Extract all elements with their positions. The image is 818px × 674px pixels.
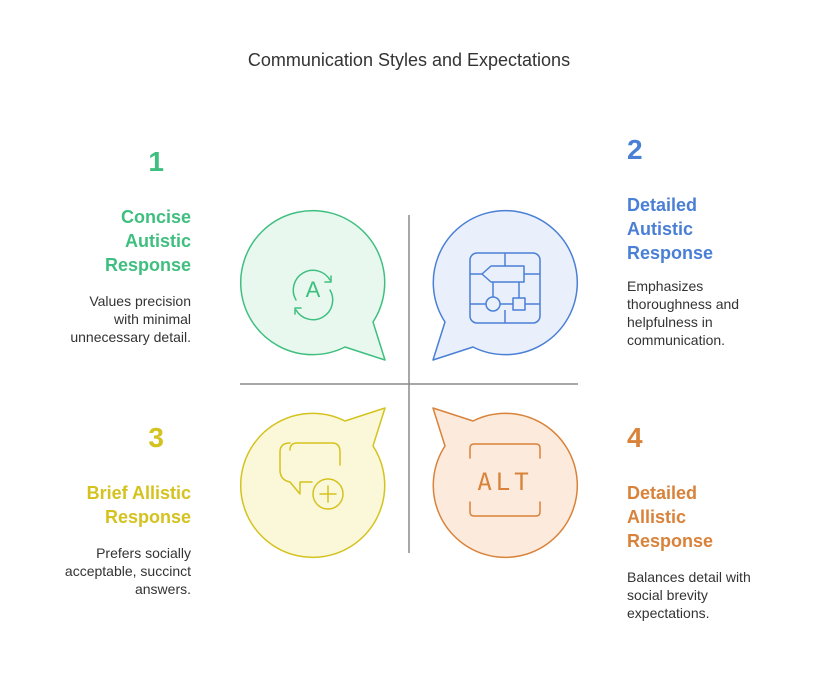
quadrant-3-description-line: acceptable, succinct bbox=[64, 563, 191, 579]
quadrant-4-heading-line: Detailed bbox=[627, 483, 698, 503]
quadrant-4-description-line: expectations. bbox=[627, 605, 710, 621]
quadrant-1-description-line: with minimal bbox=[113, 311, 191, 327]
quadrant-3-heading-line: Brief Allistic bbox=[86, 483, 191, 503]
quadrant-3-description: Prefers socially acceptable, succinct an… bbox=[21, 544, 191, 598]
quadrant-2-description-line: Emphasizes bbox=[627, 278, 704, 294]
svg-text:ALT: ALT bbox=[477, 468, 532, 496]
rotate-a-icon: A bbox=[292, 269, 334, 321]
quadrant-1-number: 1 bbox=[148, 146, 164, 177]
quadrant-2-description-line: thoroughness and bbox=[627, 296, 740, 312]
quadrant-1-heading-line: Concise bbox=[120, 207, 191, 227]
flowchart-icon bbox=[469, 252, 541, 324]
svg-text:A: A bbox=[306, 277, 321, 302]
quadrant-3-number: 3 bbox=[148, 422, 164, 453]
chat-add-icon bbox=[279, 442, 344, 510]
quadrant-3-heading: Brief Allistic Response bbox=[21, 481, 191, 529]
quadrant-4-number: 4 bbox=[627, 422, 643, 453]
quadrant-3-description-line: Prefers socially bbox=[96, 545, 191, 561]
quadrant-2-description-line: helpfulness in bbox=[627, 314, 713, 330]
quadrant-4-description-line: social brevity bbox=[627, 587, 708, 603]
speech-bubble-1: A bbox=[239, 209, 386, 361]
quadrant-1-heading: Concise Autistic Response bbox=[21, 205, 191, 277]
quadrant-3-heading-line: Response bbox=[104, 507, 191, 527]
quadrant-4-heading: Detailed Allistic Response bbox=[627, 481, 797, 553]
quadrant-4-heading-line: Allistic bbox=[627, 507, 687, 527]
quadrant-1-heading-line: Response bbox=[104, 255, 191, 275]
quadrant-4-description-line: Balances detail with bbox=[627, 569, 751, 585]
quadrant-4-description: Balances detail with social brevity expe… bbox=[627, 568, 797, 622]
quadrant-1-description-line: unnecessary detail. bbox=[70, 329, 191, 345]
quadrant-1-description-line: Values precision bbox=[89, 293, 191, 309]
quadrant-3-description-line: answers. bbox=[134, 581, 191, 597]
quadrant-2-description: Emphasizes thoroughness and helpfulness … bbox=[627, 277, 797, 349]
quadrant-1-heading-line: Autistic bbox=[124, 231, 191, 251]
quadrant-2-heading-line: Detailed bbox=[627, 195, 698, 215]
quadrant-4-heading-line: Response bbox=[627, 531, 714, 551]
speech-bubble-2 bbox=[432, 209, 579, 361]
speech-bubble-3 bbox=[239, 407, 386, 559]
quadrant-1-description: Values precision with minimal unnecessar… bbox=[21, 292, 191, 346]
speech-bubble-4: ALT bbox=[432, 407, 579, 559]
page-title: Communication Styles and Expectations bbox=[247, 50, 571, 70]
alt-text-icon: ALT bbox=[469, 443, 541, 517]
quadrant-2-number: 2 bbox=[627, 134, 643, 165]
quadrant-2-heading-line: Autistic bbox=[627, 219, 694, 239]
quadrant-2-heading: Detailed Autistic Response bbox=[627, 193, 797, 265]
quadrant-2-heading-line: Response bbox=[627, 243, 714, 263]
quadrant-2-description-line: communication. bbox=[627, 332, 726, 348]
